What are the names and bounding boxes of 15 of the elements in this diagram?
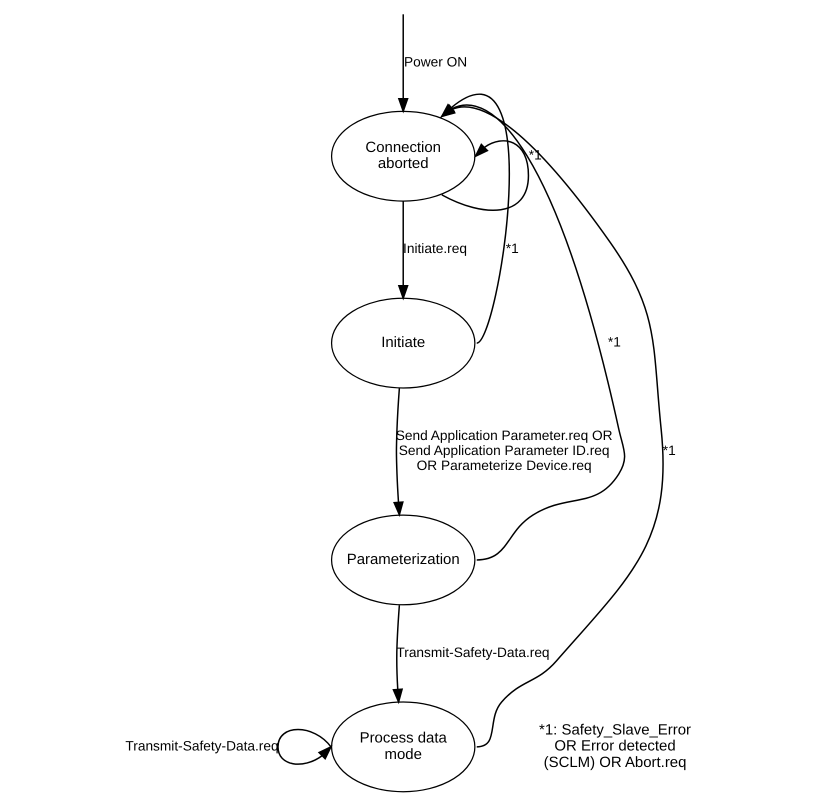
edge-label: Transmit-Safety-Data.req	[396, 644, 550, 660]
node-ellipse: Connection aborted	[330, 110, 476, 202]
arrow	[277, 728, 333, 765]
node-ellipse: Process data mode	[330, 701, 476, 792]
edge-label: Initiate.req	[403, 241, 467, 256]
edge-label: Power ON	[404, 54, 468, 70]
edge-label: *1	[608, 334, 621, 350]
arrow	[398, 201, 409, 300]
label: *1: Safety_Slave_Error OR Error detected (SCLM) OR Abort.req	[539, 722, 692, 771]
arrow	[392, 605, 404, 704]
arrow	[393, 388, 404, 518]
node-ellipse: Initiate	[330, 298, 476, 389]
edge-label: *1	[506, 241, 519, 256]
node-ellipse: Parameterization	[330, 514, 476, 606]
arrow	[398, 14, 409, 114]
